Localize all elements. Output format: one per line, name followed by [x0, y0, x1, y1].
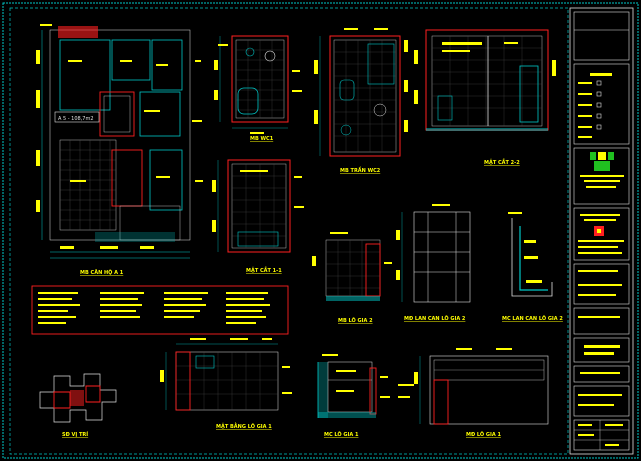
- notes-box: [31, 285, 289, 335]
- logia-1-elevation: [398, 348, 549, 425]
- view-label-railing2a: MĐ LAN CAN LÔ GIA 2: [404, 315, 466, 322]
- view-label-plan: MB CĂN HỘ A 1: [80, 269, 124, 276]
- logia-2-plan: [312, 232, 392, 301]
- key-plan: [39, 373, 117, 423]
- section-2-2: [414, 29, 556, 131]
- railing-section-logia-2: [508, 212, 553, 297]
- view-label-railing2b: MC LAN CAN LÔ GIA 2: [502, 315, 563, 322]
- view-label-wc2: MB TRẦN WC2: [340, 165, 381, 174]
- railing-elevation-logia-2: [396, 204, 471, 303]
- checklist: [578, 80, 602, 138]
- view-label-keyplan: SĐ VỊ TRÍ: [62, 430, 88, 438]
- logia-1-section: [317, 354, 390, 418]
- view-label-logia1sec: MC LÔ GIA 1: [324, 431, 359, 438]
- title-block: [569, 7, 634, 455]
- view-label-logia1plan: MẶT BẰNG LÔ GIA 1: [216, 422, 272, 430]
- view-label-sec22: MẶT CẮT 2-2: [484, 158, 520, 166]
- view-label-wc1: MB WC1: [250, 136, 274, 142]
- logia-1-plan: [160, 338, 292, 411]
- area-tag: A 5 - 108,7m2: [58, 116, 94, 122]
- wc1-plan: [214, 35, 302, 134]
- section-1-1: [212, 159, 304, 253]
- view-label-logia1elev: MĐ LÔ GIA 1: [466, 431, 501, 438]
- approval-stamp: [578, 214, 624, 254]
- wc2-ceiling-plan: [314, 28, 408, 157]
- view-label-sec11: MẶT CẮT 1-1: [246, 266, 282, 274]
- company-logo: [580, 152, 624, 188]
- sheet-inner-border: [9, 7, 569, 455]
- apartment-plan: A 5 - 108,7m2: [36, 24, 203, 259]
- view-label-logia2: MB LÔ GIA 2: [338, 317, 373, 324]
